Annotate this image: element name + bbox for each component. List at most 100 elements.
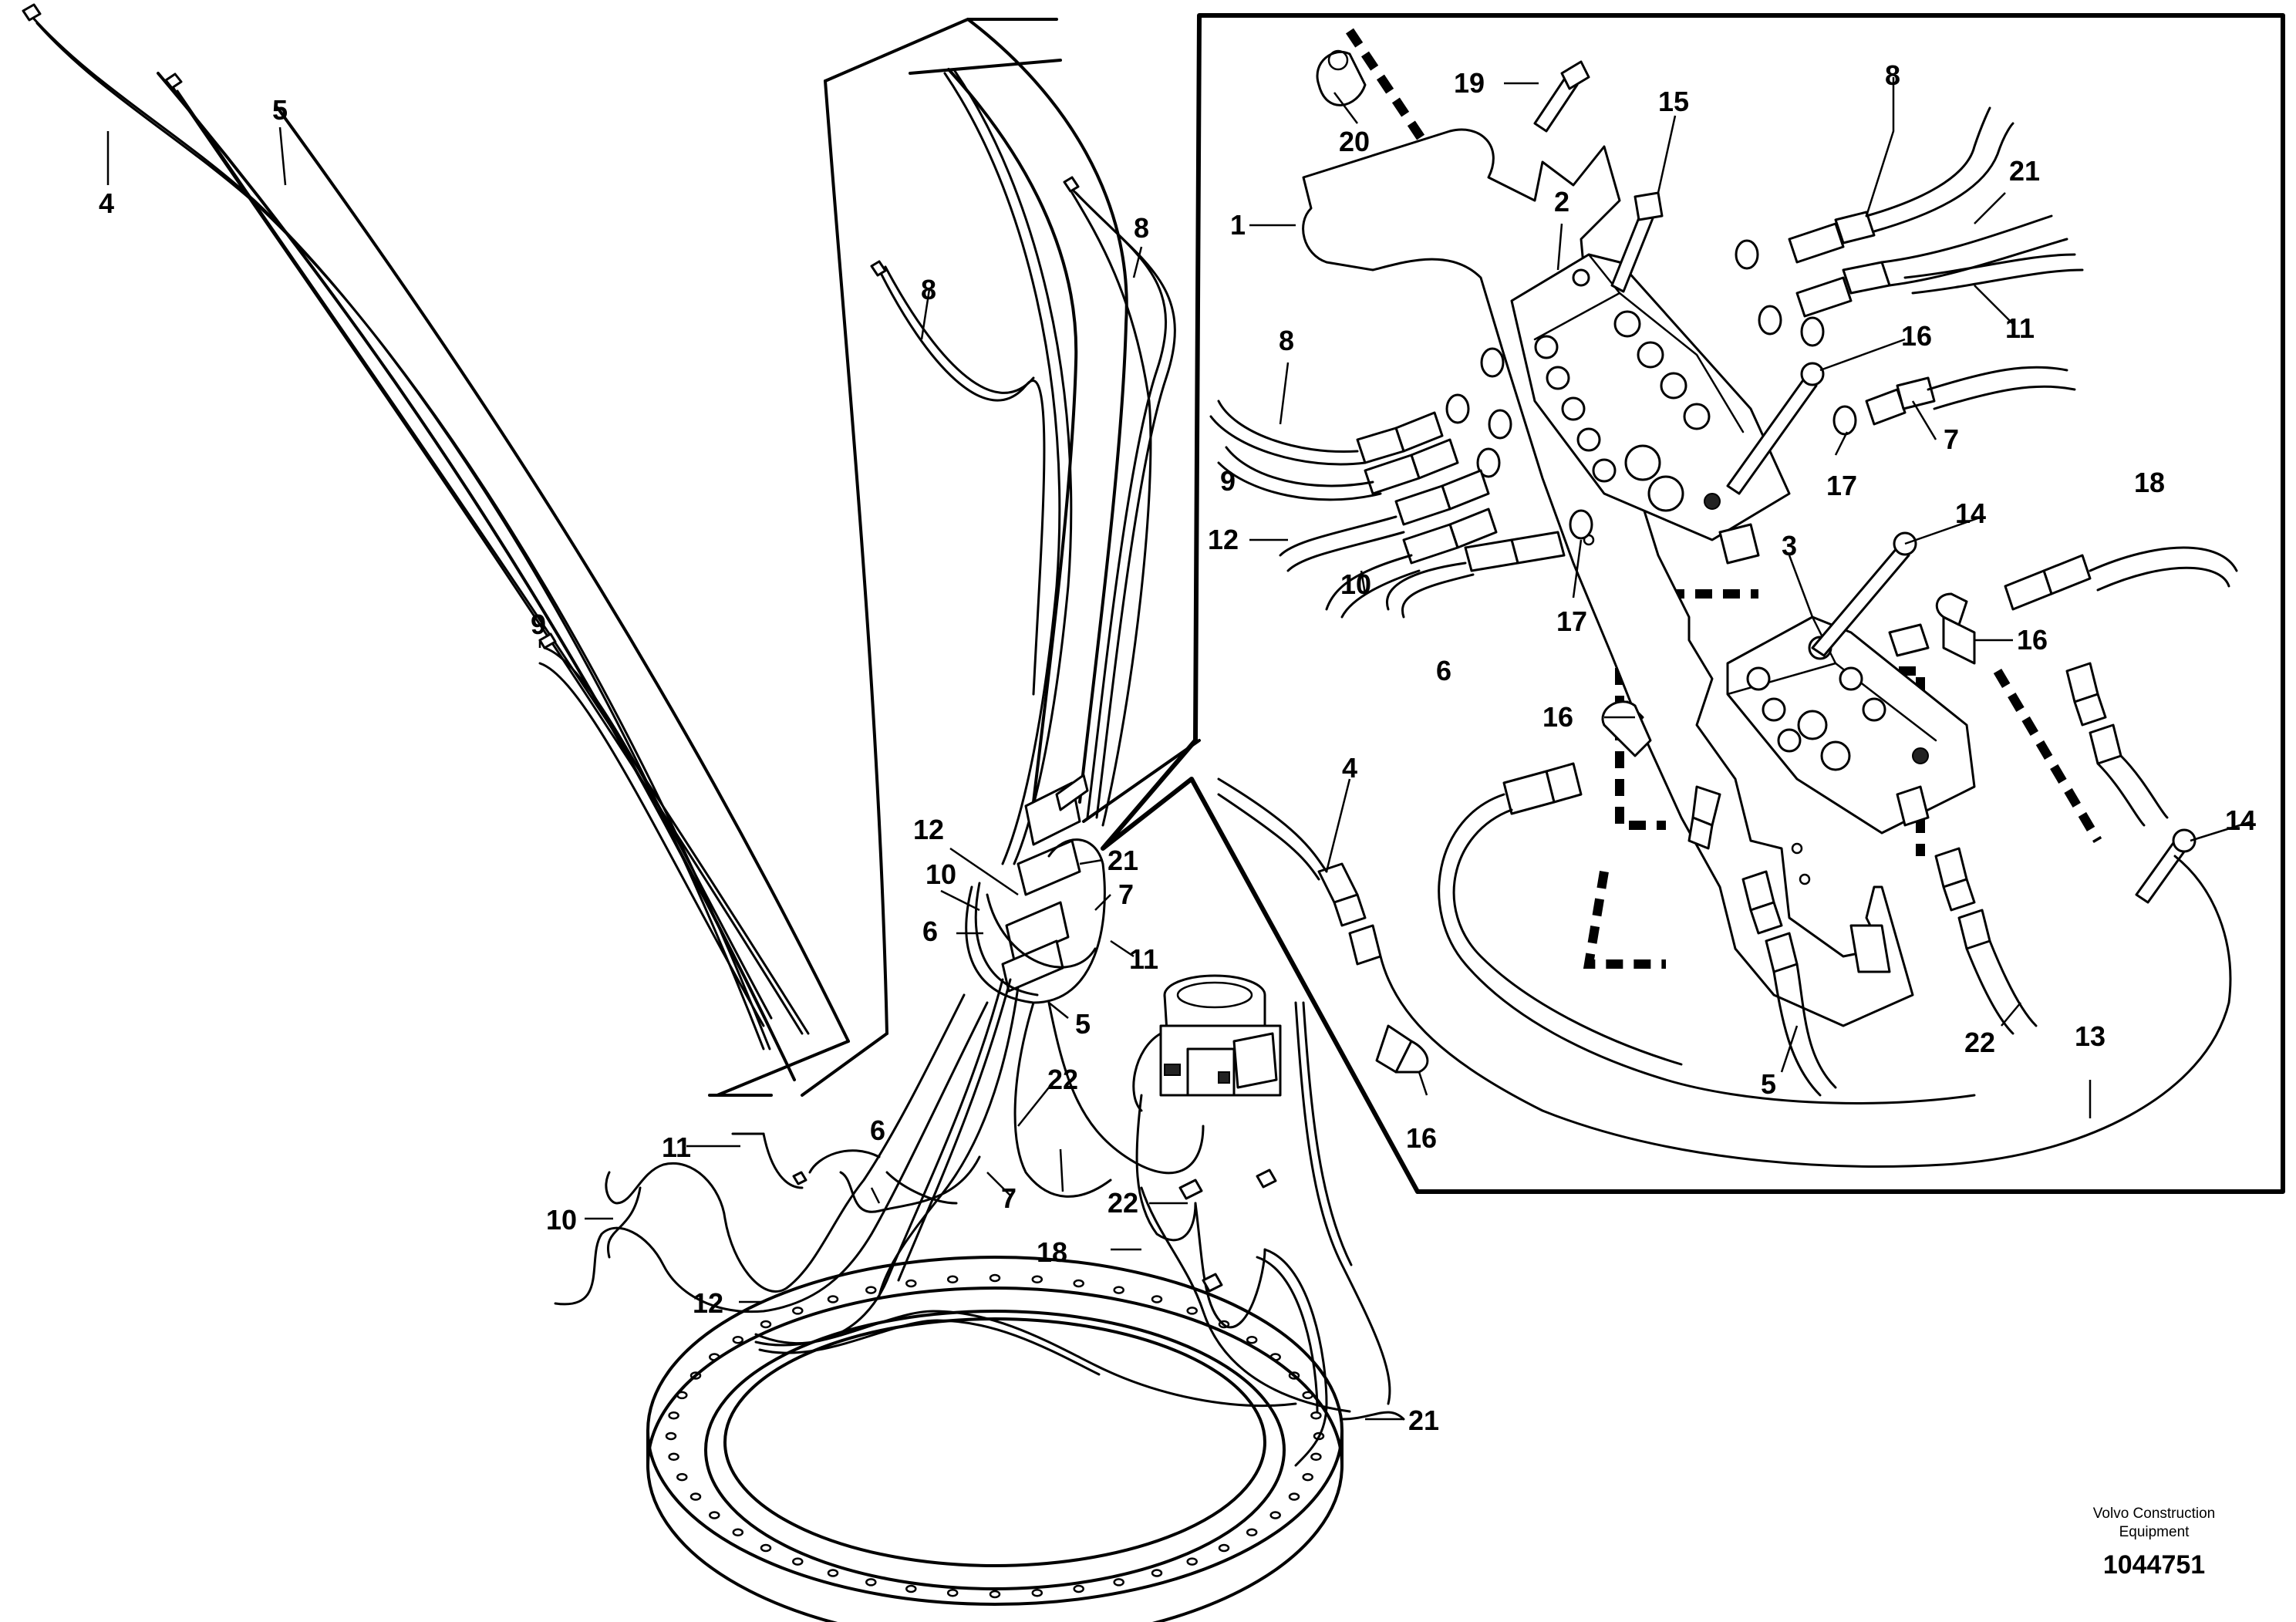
- boom-structure: [157, 18, 1128, 1097]
- bolt-hole: [1113, 1578, 1124, 1587]
- drawing-number: 1044751: [2103, 1550, 2205, 1580]
- callout-10: 10: [546, 1204, 577, 1236]
- callout-18: 18: [2134, 467, 2165, 498]
- main-callouts: 4 5 9 8 8 12 21 10 7 6 11 5 22 6 11 7 10…: [99, 94, 1439, 1436]
- fittings: [1316, 49, 2197, 1074]
- callout-21: 21: [1108, 845, 1138, 876]
- callout-5: 5: [272, 94, 288, 126]
- callout-10: 10: [925, 858, 956, 890]
- callout-17: 17: [1826, 470, 1857, 501]
- callout-14: 14: [2225, 804, 2256, 836]
- bolt-hole: [1310, 1411, 1322, 1420]
- bolt-hole: [1246, 1528, 1258, 1537]
- bolt-hole: [905, 1279, 917, 1288]
- bolt-hole: [1310, 1452, 1322, 1462]
- bolt-hole: [1073, 1584, 1084, 1593]
- callout-19: 19: [1454, 67, 1485, 99]
- callout-12: 12: [693, 1287, 723, 1319]
- callout-12: 12: [1208, 524, 1239, 555]
- bolt-hole: [792, 1307, 804, 1315]
- bolt-hole: [946, 1588, 959, 1597]
- callout-22: 22: [1108, 1187, 1138, 1219]
- main-leaders: [106, 126, 1404, 1421]
- bolt-hole: [732, 1528, 744, 1537]
- callout-21: 21: [2009, 155, 2040, 187]
- distributor-block-2: [1510, 253, 1791, 565]
- bolt-hole: [1246, 1335, 1258, 1344]
- bolt-hole: [689, 1371, 702, 1380]
- bolt-hole: [1031, 1275, 1043, 1284]
- boom-hoses: [22, 3, 810, 1050]
- callout-7: 7: [1001, 1182, 1017, 1214]
- callout-9: 9: [1220, 465, 1236, 497]
- callout-8: 8: [921, 274, 936, 305]
- bolt-hole: [1186, 1557, 1198, 1566]
- callout-9: 9: [531, 609, 546, 640]
- detail-hoses: [1209, 106, 2238, 1168]
- bolt-hole: [1313, 1431, 1325, 1441]
- bolt-hole: [827, 1569, 839, 1577]
- distributor-block-3: [1726, 615, 1976, 835]
- bolt-hole: [676, 1472, 688, 1482]
- callout-3: 3: [1782, 530, 1797, 561]
- callout-7: 7: [1118, 878, 1134, 910]
- callout-11: 11: [2005, 312, 2035, 344]
- bolt-hole: [760, 1320, 772, 1329]
- bolt-hole: [668, 1411, 679, 1420]
- bolt-hole: [760, 1543, 772, 1553]
- bolt-hole: [1218, 1543, 1230, 1553]
- title-block: Volvo Construction Equipment 1044751: [2093, 1506, 2215, 1580]
- bolt-hole: [989, 1273, 1001, 1283]
- bolt-hole: [1151, 1295, 1163, 1303]
- callout-20: 20: [1339, 126, 1370, 157]
- detail-leaders: [1249, 77, 2253, 1118]
- callout-16: 16: [1901, 320, 1932, 352]
- detail-inset: [1082, 13, 2285, 1194]
- bolt-hole: [732, 1335, 744, 1344]
- bolt-hole: [668, 1452, 679, 1462]
- bolt-hole: [1288, 1492, 1300, 1501]
- callout-14: 14: [1955, 497, 1986, 529]
- bolt-hole: [1031, 1588, 1043, 1597]
- bolt-hole: [1186, 1307, 1198, 1315]
- callout-7: 7: [1944, 423, 1959, 455]
- arm-hoses: [870, 69, 1176, 865]
- callout-2: 2: [1554, 186, 1569, 218]
- callout-11: 11: [1129, 943, 1158, 975]
- lower-hoses: [554, 978, 1405, 1467]
- bolt-hole: [676, 1391, 688, 1400]
- callout-17: 17: [1556, 605, 1587, 637]
- bolt-hole: [1302, 1472, 1313, 1482]
- bolt-hole: [1218, 1320, 1230, 1329]
- callout-8: 8: [1885, 59, 1900, 91]
- bolt-hole: [665, 1431, 677, 1441]
- ring-bolt-holes: [665, 1273, 1325, 1599]
- arm-manifold: [965, 774, 1106, 1004]
- callout-16: 16: [1406, 1122, 1437, 1154]
- bolt-hole: [1302, 1391, 1313, 1400]
- callout-18: 18: [1037, 1236, 1067, 1268]
- bolt-hole: [865, 1286, 877, 1294]
- swing-ring: [646, 1256, 1344, 1622]
- callout-5: 5: [1761, 1068, 1776, 1100]
- bolt-hole: [792, 1557, 804, 1566]
- callout-4: 4: [1342, 752, 1357, 784]
- callout-12: 12: [913, 814, 944, 845]
- callout-6: 6: [922, 916, 938, 947]
- callout-8: 8: [1134, 212, 1149, 244]
- bolt-hole: [689, 1492, 702, 1501]
- detail-callouts: 19 20 15 8 21 1 2 11 8 16 7 9 17 12 10 1…: [1208, 59, 2256, 1154]
- callout-21: 21: [1408, 1404, 1439, 1436]
- callout-16: 16: [2017, 624, 2048, 656]
- callout-1: 1: [1230, 209, 1246, 241]
- callout-6: 6: [1436, 655, 1451, 686]
- callout-8: 8: [1279, 325, 1294, 356]
- callout-13: 13: [2075, 1020, 2106, 1052]
- grease-pump: [1132, 974, 1282, 1112]
- callout-11: 11: [662, 1131, 691, 1163]
- bolt-hole: [1113, 1286, 1124, 1294]
- callout-5: 5: [1075, 1008, 1091, 1040]
- bolt-hole: [1151, 1569, 1163, 1577]
- callout-4: 4: [99, 187, 114, 219]
